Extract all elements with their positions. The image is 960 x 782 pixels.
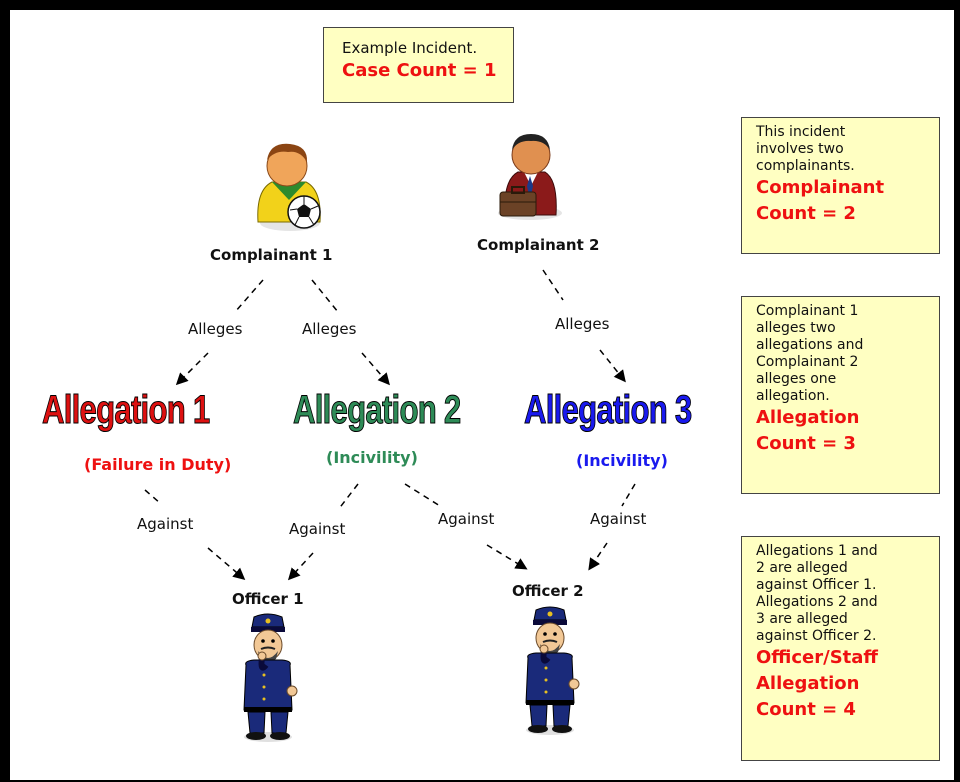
note-line: complainants. xyxy=(756,158,855,174)
allegation-count: Allegation xyxy=(756,407,860,428)
arrow-a3-o2-lower xyxy=(588,542,608,571)
note-line: alleges two xyxy=(756,320,836,336)
note-line: alleges one xyxy=(756,371,837,387)
officer-1-label: Officer 1 xyxy=(232,590,304,608)
arrow-c1-a1-upper xyxy=(234,279,264,313)
complainant-count: Count = 2 xyxy=(756,203,856,224)
complainant-count-note: This incident involves two complainants.… xyxy=(741,117,940,254)
note-line: Complainant 1 xyxy=(756,303,859,319)
case-count: Case Count = 1 xyxy=(342,60,497,81)
note-line: 3 are alleged xyxy=(756,611,848,627)
note-line: Allegations 1 and xyxy=(756,543,878,559)
allegation-count: Count = 3 xyxy=(756,433,856,454)
note-line: allegation. xyxy=(756,388,830,404)
edge-label-alleges: Alleges xyxy=(555,315,610,333)
note-line: against Officer 1. xyxy=(756,577,877,593)
arrow-a2-o2-upper xyxy=(404,483,441,507)
officer-count-note: Allegations 1 and 2 are alleged against … xyxy=(741,536,940,761)
arrow-c1-a2-upper xyxy=(311,279,339,313)
edge-label-against: Against xyxy=(590,510,647,528)
note-line: This incident xyxy=(756,124,846,140)
arrow-a1-o1-lower xyxy=(207,547,246,580)
note-line: Complainant 2 xyxy=(756,354,859,370)
edge-label-against: Against xyxy=(438,510,495,528)
arrow-c1-a1-lower xyxy=(175,352,209,386)
complainant-1-label: Complainant 1 xyxy=(210,246,333,264)
case-box-title: Example Incident. xyxy=(342,39,478,57)
edge-label-against: Against xyxy=(289,520,346,538)
officer-count: Officer/Staff xyxy=(756,647,879,668)
complainant-2-label: Complainant 2 xyxy=(477,236,600,254)
arrow-a2-o1-upper xyxy=(337,483,359,511)
note-line: allegations and xyxy=(756,337,864,353)
allegation-3-type: (Incivility) xyxy=(576,451,668,470)
edge-label-against: Against xyxy=(137,515,194,533)
officer-count: Count = 4 xyxy=(756,699,856,720)
arrow-a3-o2-upper xyxy=(621,483,636,507)
edge-label-alleges: Alleges xyxy=(302,320,357,338)
note-line: against Officer 2. xyxy=(756,628,877,644)
allegation-3-title: Allegation 3 xyxy=(524,388,693,433)
arrow-a2-o2-lower xyxy=(486,544,528,570)
officer-count: Allegation xyxy=(756,673,860,694)
arrow-c1-a2-lower xyxy=(361,352,390,386)
note-line: Allegations 2 and xyxy=(756,594,878,610)
officer-2-label: Officer 2 xyxy=(512,582,584,600)
allegation-1-title: Allegation 1 xyxy=(42,388,211,433)
complainant-count: Complainant xyxy=(756,177,885,198)
note-line: 2 are alleged xyxy=(756,560,848,576)
allegation-2-title: Allegation 2 xyxy=(293,388,462,433)
case-count-box: Example Incident. Case Count = 1 xyxy=(323,27,514,103)
allegation-1-type: (Failure in Duty) xyxy=(84,455,232,474)
note-line: involves two xyxy=(756,141,844,157)
allegation-count-note: Complainant 1 alleges two allegations an… xyxy=(741,296,940,494)
allegation-2-type: (Incivility) xyxy=(326,448,418,467)
arrow-a1-o1-upper xyxy=(144,489,161,504)
edge-label-alleges: Alleges xyxy=(188,320,243,338)
arrow-a2-o1-lower xyxy=(287,552,314,581)
